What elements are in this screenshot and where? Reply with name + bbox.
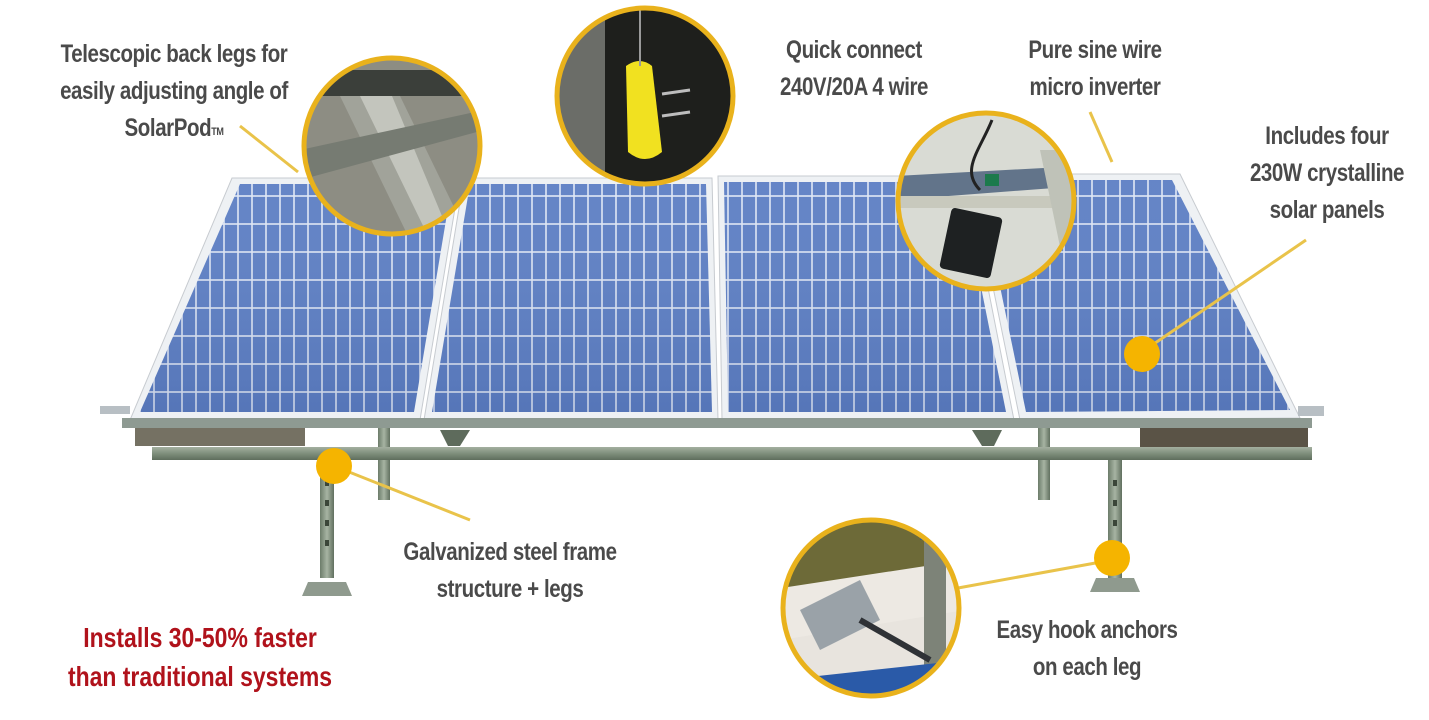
trademark-symbol: TM — [211, 126, 224, 138]
micro-inverter-label: Pure sine wire micro inverter — [1028, 36, 1162, 101]
callout-leaders — [239, 111, 1307, 590]
hook-anchors-label: Easy hook anchors on each leg — [996, 616, 1178, 681]
ballast-block-left — [135, 426, 305, 446]
yellow-connector-icon — [626, 61, 662, 159]
quick-connect-photo — [554, 5, 736, 187]
panel-hotspot-dot — [1124, 336, 1160, 372]
panel-frame-bottom-edge — [122, 418, 1312, 428]
solar-panel-1 — [129, 177, 461, 421]
hook-clamp-icon — [800, 580, 880, 650]
steel-frame-label: Galvanized steel frame structure + legs — [403, 538, 617, 603]
hook-anchor-photo — [780, 517, 962, 699]
inverter-box-icon — [939, 208, 1003, 278]
install-speed-promo: Installs 30-50% faster than traditional … — [67, 622, 333, 692]
telescopic-leg-photo — [301, 55, 483, 237]
telescopic-legs-label: Telescopic back legs for easily adjustin… — [60, 40, 288, 142]
solar-panel-2 — [423, 177, 719, 421]
micro-inverter-photo — [895, 110, 1077, 292]
frame-hotspot-dot — [316, 448, 352, 484]
frame-rail — [152, 447, 1312, 460]
front-leg-left — [302, 460, 352, 596]
solar-panels-label: Includes four 230W crystalline solar pan… — [1249, 122, 1405, 224]
quick-connect-label: Quick connect 240V/20A 4 wire — [779, 36, 929, 101]
anchor-hotspot-dot — [1094, 540, 1130, 576]
